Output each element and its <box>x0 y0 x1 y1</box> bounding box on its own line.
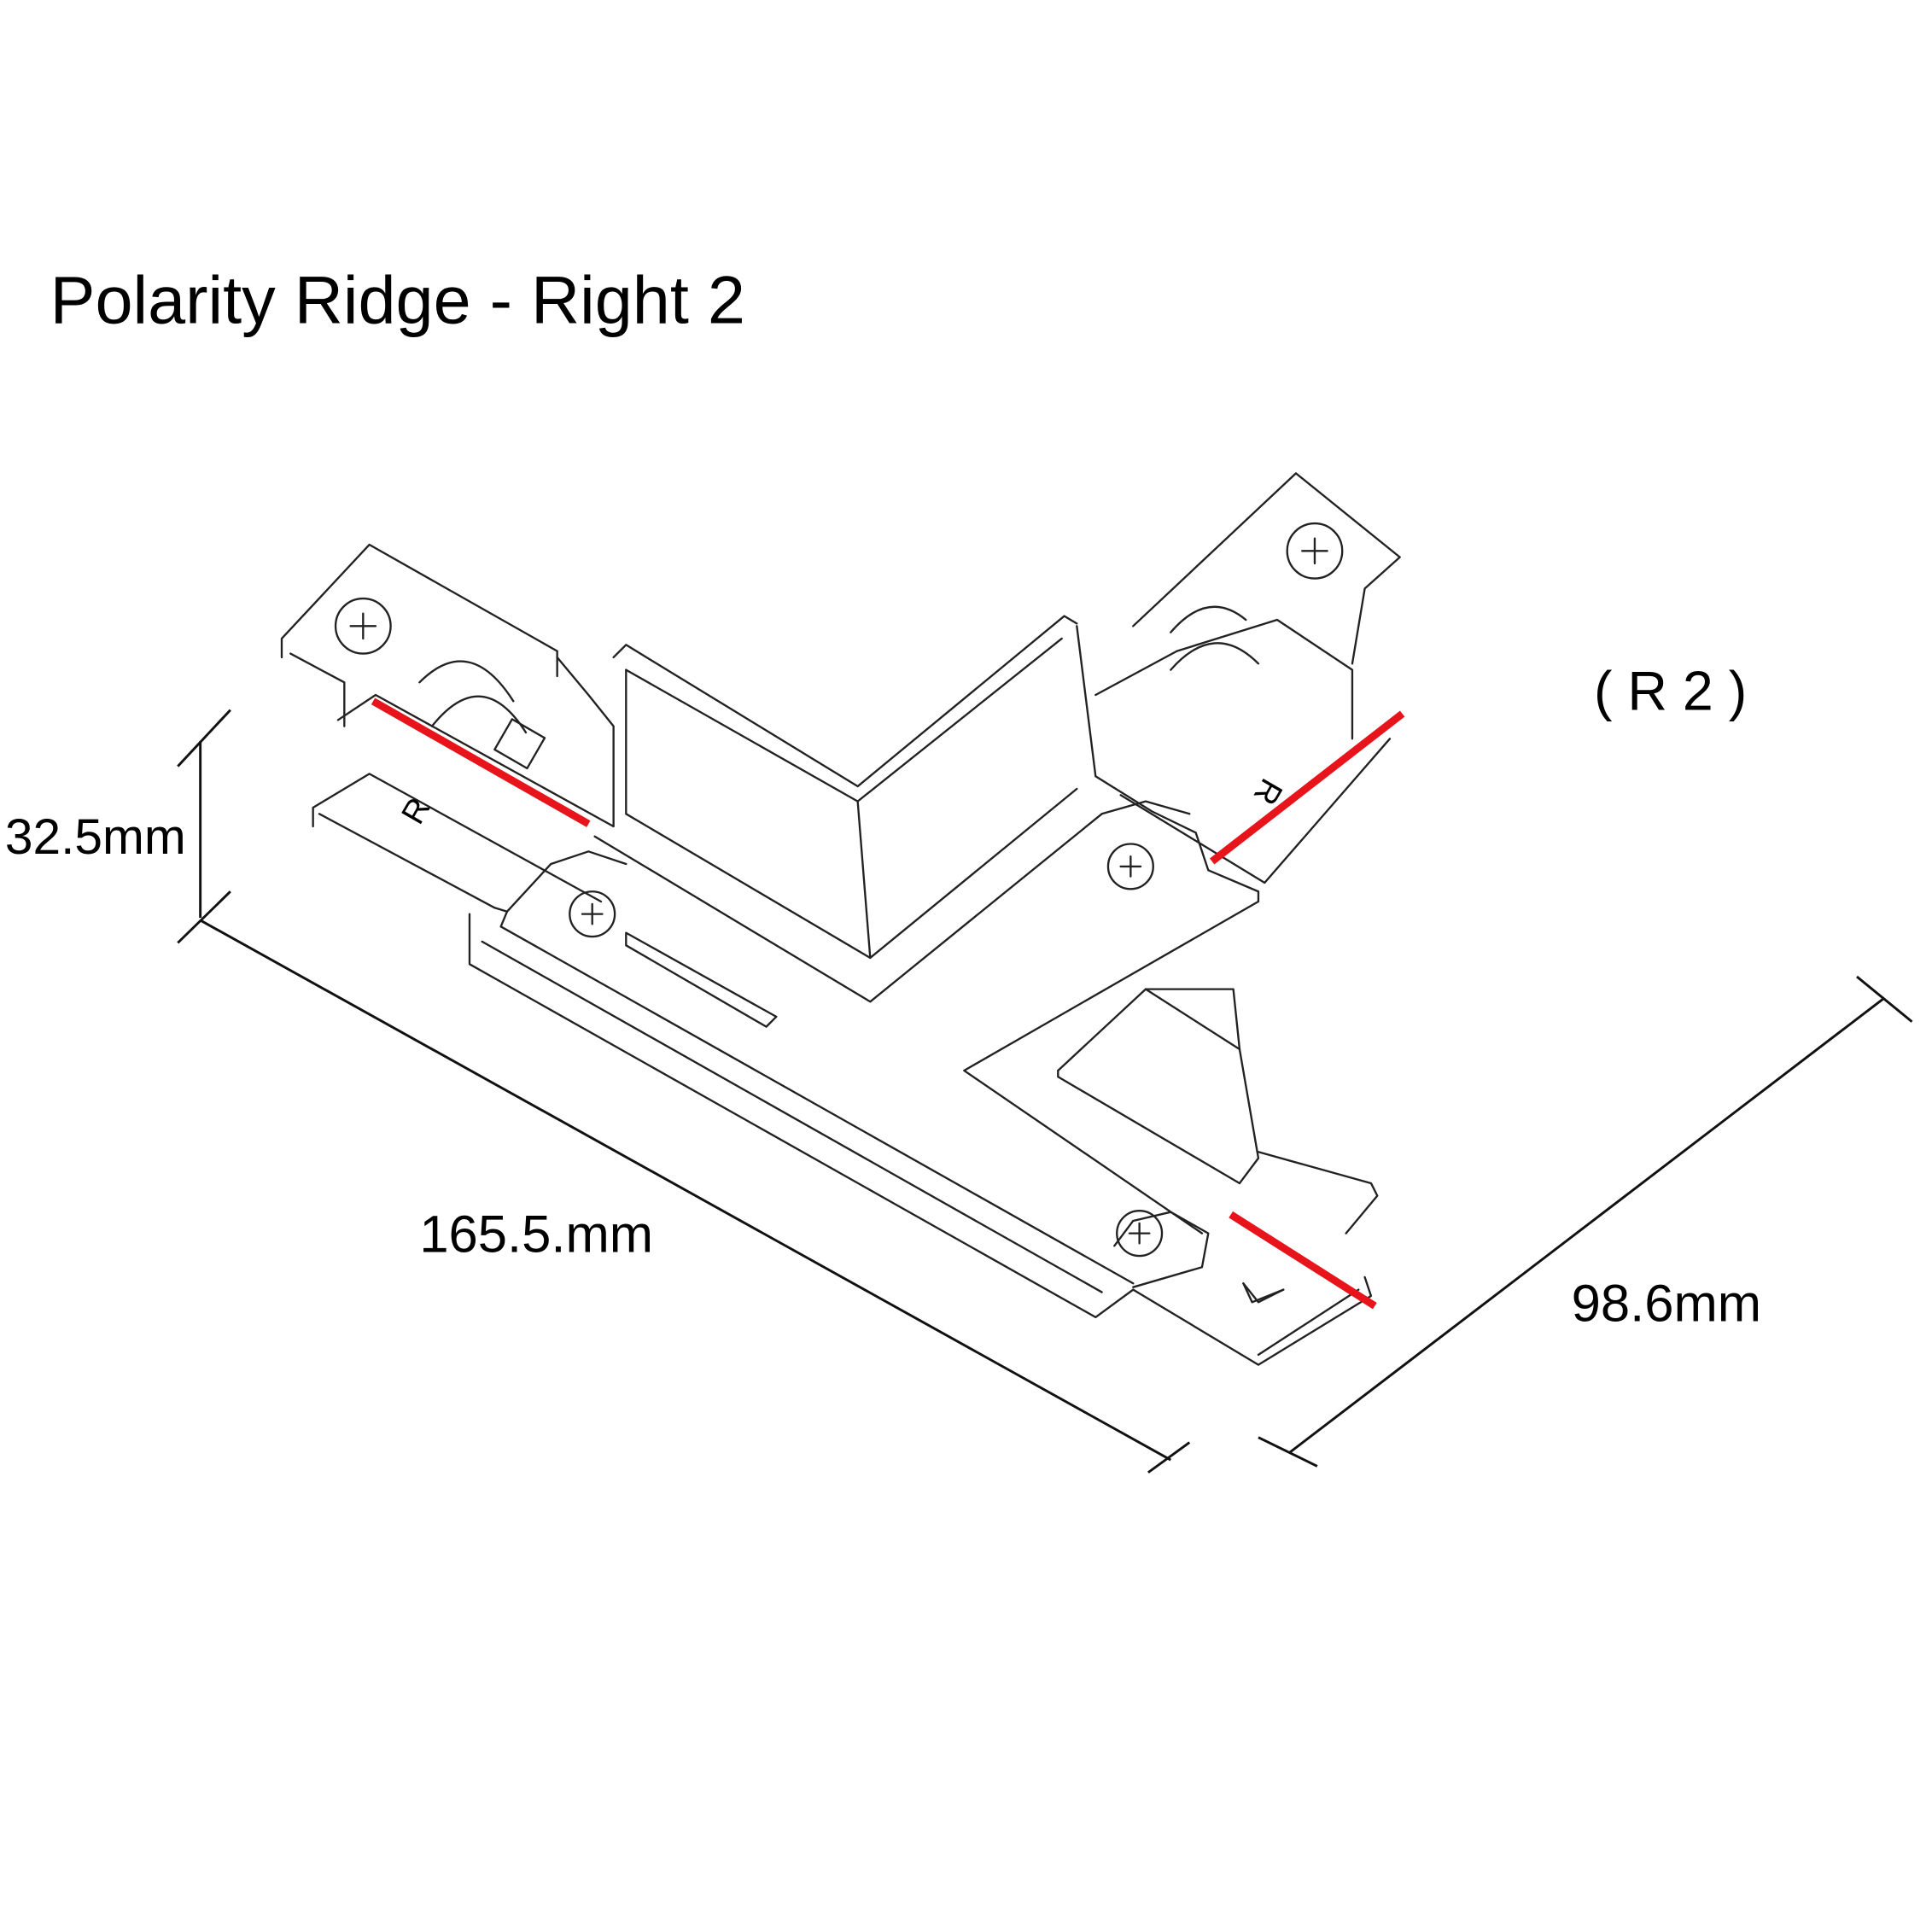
screw-icon <box>1286 522 1344 580</box>
height-label: 32.5mm <box>5 809 186 865</box>
bottom-arm-marking-glyph <box>1242 1282 1285 1304</box>
screw-icon <box>1116 1210 1164 1258</box>
screw-icon <box>334 597 392 655</box>
width-dimension: 98.6mm <box>1258 975 1913 1468</box>
screw-icon <box>569 890 616 938</box>
height-dimension: 32.5mm <box>5 709 231 944</box>
variant-label: ( R 2 ) <box>1594 661 1747 722</box>
title: Polarity Ridge - Right 2 <box>50 261 745 337</box>
connector-body <box>280 472 1401 1366</box>
polarity-ridge-right <box>1209 710 1405 865</box>
length-dimension: 165.5.mm <box>199 919 1191 1474</box>
width-label: 98.6mm <box>1572 1274 1761 1333</box>
length-label: 165.5.mm <box>419 1205 653 1264</box>
polarity-ridge-left <box>371 698 591 827</box>
screw-icon <box>1106 843 1154 890</box>
polarity-ridge-bottom <box>1229 1211 1377 1310</box>
left-arm-marking: R <box>394 791 438 830</box>
